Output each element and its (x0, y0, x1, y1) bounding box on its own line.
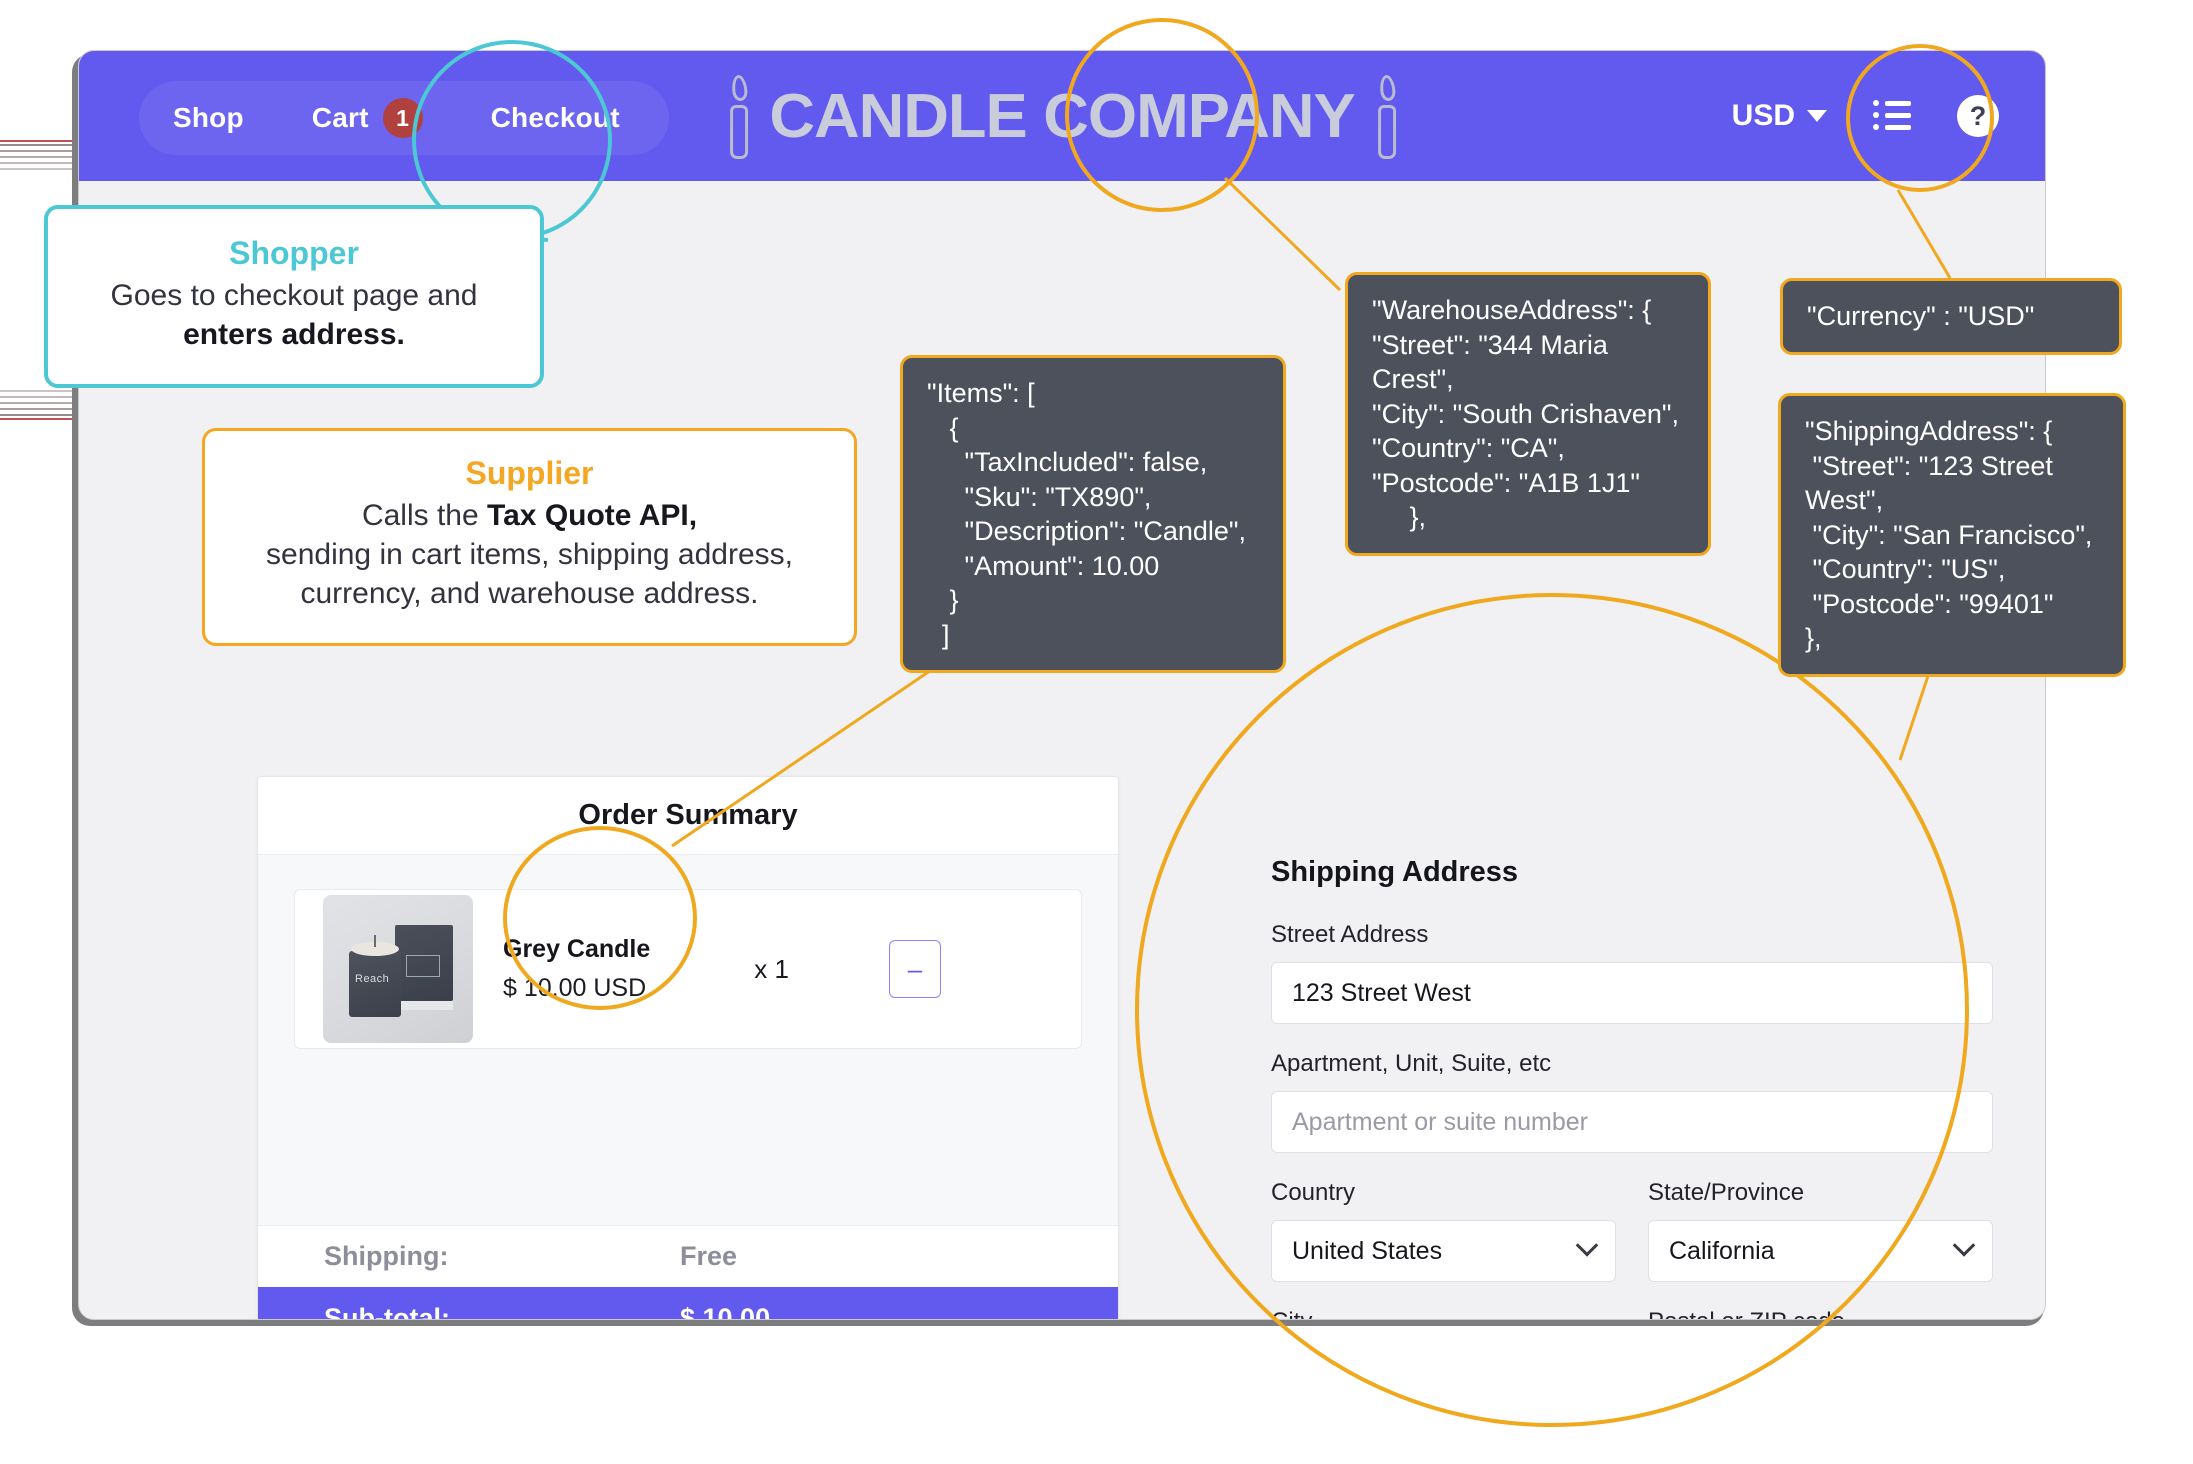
product-thumbnail: Reach (323, 895, 473, 1043)
annotation-shopper-line1: Goes to checkout page and (110, 279, 478, 312)
order-summary-items: Reach Grey Candle $ 10.00 USD x 1 – (258, 855, 1118, 1225)
nav-item-checkout-label: Checkout (490, 102, 620, 133)
summary-row-shipping-value: Free (680, 1241, 738, 1271)
field-street-address: Street Address 123 Street West (1271, 921, 1993, 1024)
annotation-shopper-body: Goes to checkout page and enters address… (72, 276, 516, 354)
field-city: City San Francisco (1271, 1308, 1616, 1319)
order-item-quantity: x 1 (754, 953, 789, 984)
code-box-items: "Items": [ { "TaxIncluded": false, "Sku"… (900, 355, 1286, 674)
annotation-supplier-title: Supplier (465, 455, 594, 491)
country-select-value: United States (1292, 1236, 1443, 1265)
candle-icon-left (721, 73, 755, 159)
remove-item-button[interactable]: – (888, 940, 941, 998)
order-item-details: Grey Candle $ 10.00 USD (503, 935, 650, 1003)
nav-item-cart-label: Cart (311, 102, 369, 133)
chevron-down-icon (1807, 110, 1827, 122)
brand-name: CANDLE COMPANY (769, 81, 1355, 151)
code-box-currency: "Currency" : "USD" (1780, 278, 2122, 355)
field-postal: Postal or ZIP code 99401 (1648, 1308, 1993, 1319)
top-navigation-bar: Shop Cart 1 Checkout CANDLE COMPANY (79, 51, 2045, 181)
cart-count-badge: 1 (382, 98, 423, 138)
order-item-price: $ 10.00 USD (503, 974, 647, 1002)
currency-selector-label: USD (1731, 99, 1795, 132)
state-select-value: California (1669, 1236, 1775, 1265)
order-summary-card: Order Summary Reach Grey Candle $ 1 (257, 776, 1119, 1320)
street-address-label: Street Address (1271, 921, 1429, 948)
summary-row-shipping: Shipping: Free (258, 1225, 1118, 1287)
field-state: State/Province California (1648, 1179, 1993, 1282)
apartment-label: Apartment, Unit, Suite, etc (1271, 1050, 1552, 1077)
annotation-supplier-line3: currency, and warehouse address. (300, 577, 759, 610)
nav-item-checkout[interactable]: Checkout (457, 102, 654, 134)
annotation-supplier-body: Calls the Tax Quote API, sending in cart… (231, 496, 828, 613)
field-country: Country United States (1271, 1179, 1616, 1282)
summary-row-subtotal: Sub-total: $ 10.00 (258, 1287, 1118, 1320)
annotation-shopper-line2: enters address. (183, 318, 405, 351)
code-box-shipping-address: "ShippingAddress": { "Street": "123 Stre… (1778, 393, 2126, 677)
nav-links: Shop Cart 1 Checkout (139, 81, 654, 155)
chevron-down-icon (1575, 1234, 1599, 1257)
country-select[interactable]: United States (1271, 1220, 1616, 1282)
nav-item-shop[interactable]: Shop (139, 102, 278, 134)
country-label: Country (1271, 1179, 1356, 1206)
city-label: City (1271, 1308, 1616, 1319)
shipping-address-form: Shipping Address Street Address 123 Stre… (1271, 856, 1993, 1319)
currency-selector[interactable]: USD (1732, 99, 1827, 133)
annotation-shopper: Shopper Goes to checkout page and enters… (44, 205, 544, 388)
nav-item-cart[interactable]: Cart 1 (278, 98, 457, 138)
order-item-name: Grey Candle (503, 935, 651, 963)
state-label: State/Province (1648, 1179, 1805, 1206)
field-apartment: Apartment, Unit, Suite, etc Apartment or… (1271, 1050, 1993, 1153)
product-thumbnail-label: Reach (355, 973, 390, 985)
summary-row-subtotal-label: Sub-total: (324, 1302, 450, 1320)
help-icon[interactable]: ? (1957, 95, 1999, 137)
code-box-warehouse-address: "WarehouseAddress": { "Street": "344 Mar… (1345, 272, 1711, 556)
annotation-supplier-line1b: Tax Quote API, (487, 499, 698, 532)
annotation-supplier: Supplier Calls the Tax Quote API, sendin… (202, 428, 857, 646)
annotation-supplier-line2: sending in cart items, shipping address, (266, 538, 793, 571)
row-country-state: Country United States State/Province Cal… (1271, 1179, 1993, 1308)
list-icon[interactable] (1873, 100, 1911, 131)
annotation-supplier-line1a: Calls the (361, 499, 488, 532)
order-item-row: Reach Grey Candle $ 10.00 USD x 1 – (294, 889, 1082, 1049)
state-select[interactable]: California (1648, 1220, 1993, 1282)
apartment-input[interactable]: Apartment or suite number (1271, 1091, 1993, 1153)
row-city-postal: City San Francisco Postal or ZIP code 99… (1271, 1308, 1993, 1319)
candle-icon-right (1369, 73, 1403, 159)
nav-right-cluster: USD ? (1732, 95, 1999, 137)
order-summary-title: Order Summary (258, 777, 1118, 855)
shipping-address-heading: Shipping Address (1271, 856, 1519, 888)
postal-label: Postal or ZIP code (1648, 1308, 1993, 1319)
nav-item-shop-label: Shop (173, 102, 244, 133)
summary-row-shipping-label: Shipping: (324, 1241, 449, 1271)
summary-row-subtotal-value: $ 10.00 (680, 1302, 771, 1320)
annotation-shopper-title: Shopper (229, 235, 359, 271)
brand-logo[interactable]: CANDLE COMPANY (721, 73, 1403, 159)
street-address-input[interactable]: 123 Street West (1271, 962, 1993, 1024)
chevron-down-icon (1952, 1234, 1976, 1257)
